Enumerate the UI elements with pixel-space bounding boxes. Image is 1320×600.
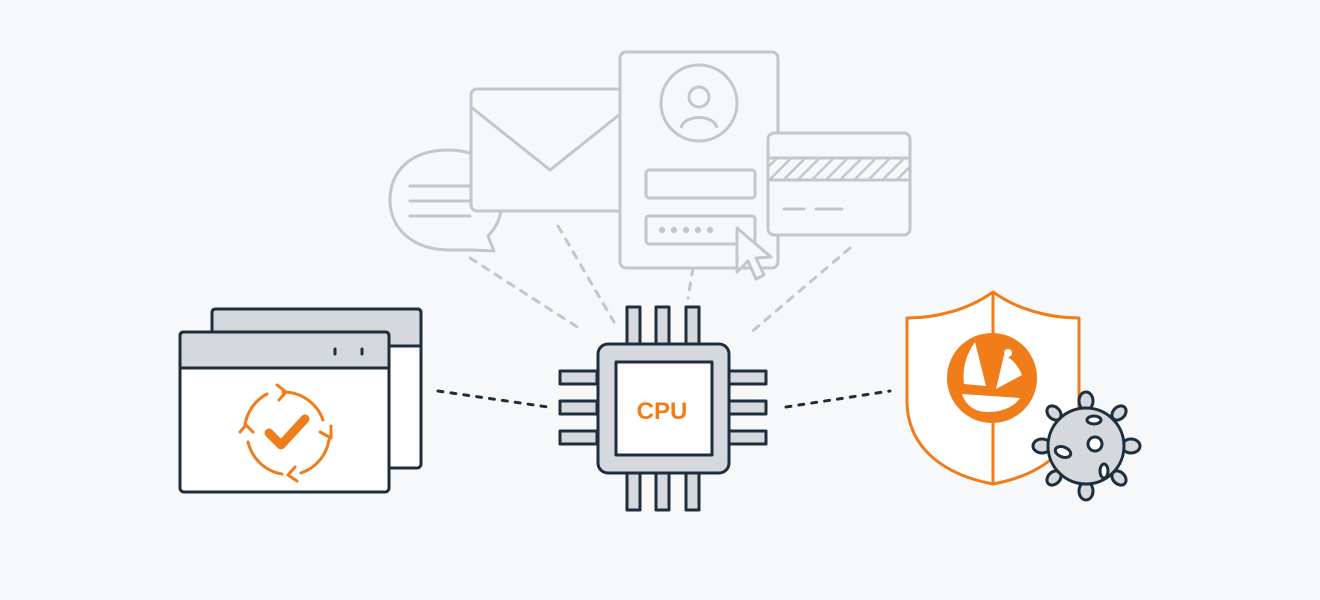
sync-check-icon xyxy=(238,383,333,483)
connector-chat xyxy=(468,256,584,332)
browser-windows-icon xyxy=(178,307,423,494)
cpu-pins-right xyxy=(727,369,768,446)
connector-windows xyxy=(436,389,550,409)
connector-lines xyxy=(436,224,892,409)
credit-card-icon xyxy=(766,131,912,237)
envelope-icon xyxy=(469,87,631,213)
cpu-chip-icon xyxy=(558,305,768,512)
connector-card xyxy=(746,246,852,337)
username-field xyxy=(644,168,757,200)
cpu-pins-bottom xyxy=(625,471,701,512)
login-form-icon xyxy=(618,50,780,270)
connector-shield xyxy=(784,389,892,409)
cpu-pins-left xyxy=(558,369,599,446)
cpu-pins-top xyxy=(625,305,701,346)
connector-email xyxy=(556,224,616,324)
cpu-core xyxy=(614,360,714,457)
avast-logo-icon xyxy=(947,333,1037,423)
connector-login xyxy=(686,266,695,300)
password-dots xyxy=(658,226,714,234)
virus-icon xyxy=(1031,390,1142,502)
cpu-label: CPU xyxy=(637,398,688,425)
card-magnetic-stripe xyxy=(766,156,912,182)
user-avatar-icon xyxy=(659,63,739,143)
mouse-cursor-icon xyxy=(735,226,773,281)
front-window xyxy=(178,330,391,494)
